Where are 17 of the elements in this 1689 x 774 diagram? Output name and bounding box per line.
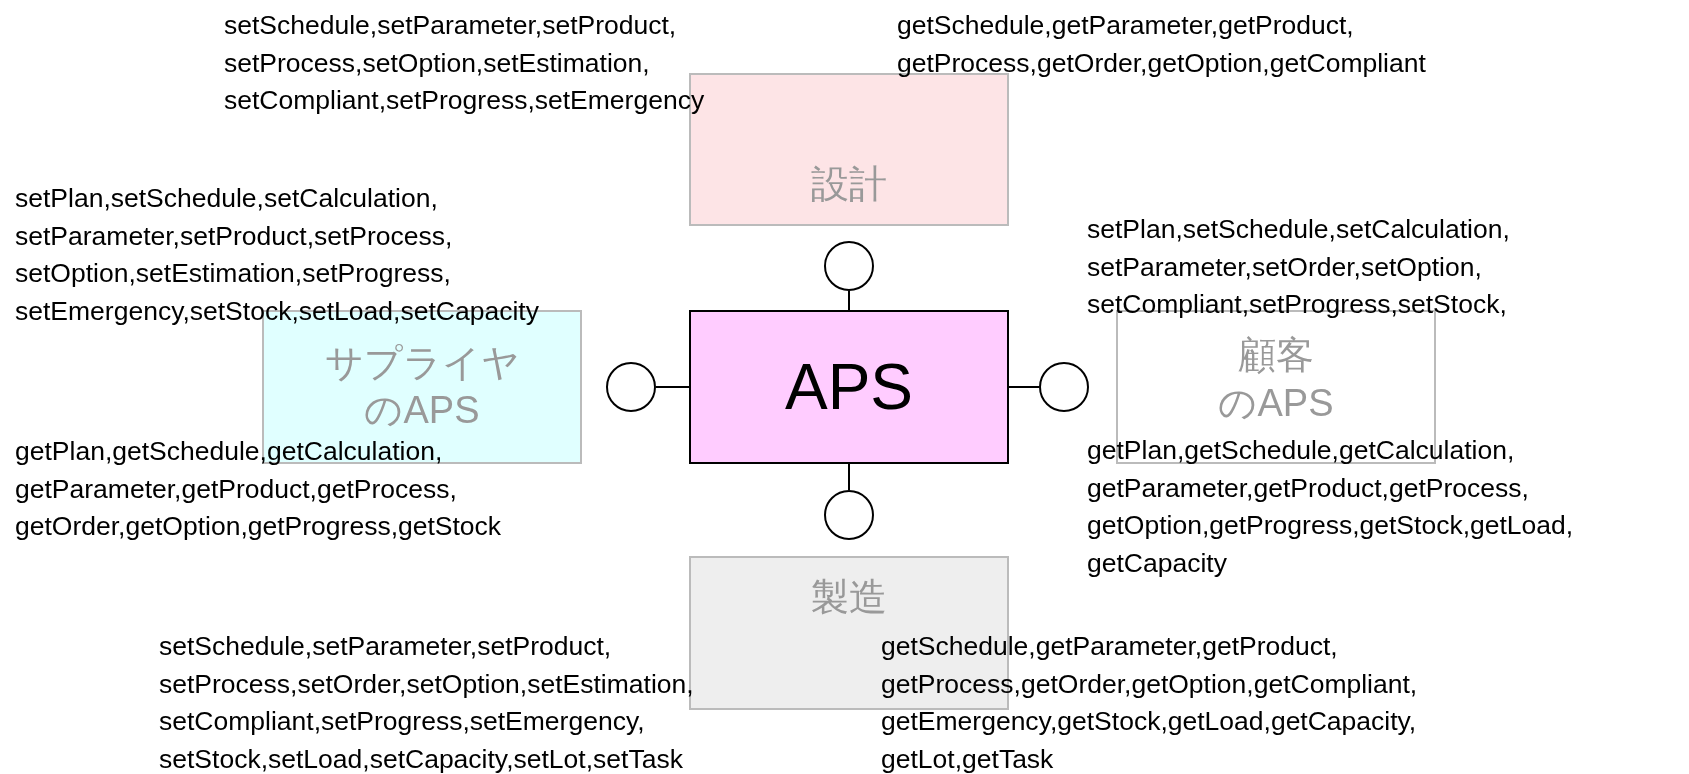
interface-circle (606, 362, 656, 412)
connector-line (1008, 386, 1040, 388)
method-list: setPlan,setSchedule,setCalculation, setParameter,setOrder,setOption, setCompliant,setProgress,setStock, (1087, 211, 1510, 325)
system-box: APS (689, 310, 1009, 464)
interface-circle (1039, 362, 1089, 412)
method-list: getSchedule,getParameter,getProduct, getProcess,getOrder,getOption,getCompliant, getEmergency,getStock,getLoad,getCapacity, getLot,getTask (881, 628, 1418, 774)
method-list: getPlan,getSchedule,getCalculation, getParameter,getProduct,getProcess, getOption,getProgress,getStock,getLoad, getCapacity (1087, 432, 1574, 583)
connector-line (848, 290, 850, 311)
interface-circle (824, 241, 874, 291)
connector-line (848, 463, 850, 491)
method-list: getPlan,getSchedule,getCalculation, getParameter,getProduct,getProcess, getOrder,getOption,getProgress,getStock (15, 433, 502, 547)
method-list: setSchedule,setParameter,setProduct, setProcess,setOrder,setOption,setEstimation, setCompliant,setProgress,setEmergency, setStock,setLoad,setCapacity,setLot,setTask (159, 628, 694, 774)
method-list: setPlan,setSchedule,setCalculation, setParameter,setProduct,setProcess, setOption,setEstimation,setProgress, setEmergency,setStock,setLoad,setCapacity (15, 180, 539, 331)
method-list: setSchedule,setParameter,setProduct, setProcess,setOption,setEstimation, setCompliant,setProgress,setEmergency (224, 7, 705, 121)
interface-circle (824, 490, 874, 540)
method-list: getSchedule,getParameter,getProduct, getProcess,getOrder,getOption,getCompliant (897, 7, 1426, 83)
connector-line (655, 386, 690, 388)
